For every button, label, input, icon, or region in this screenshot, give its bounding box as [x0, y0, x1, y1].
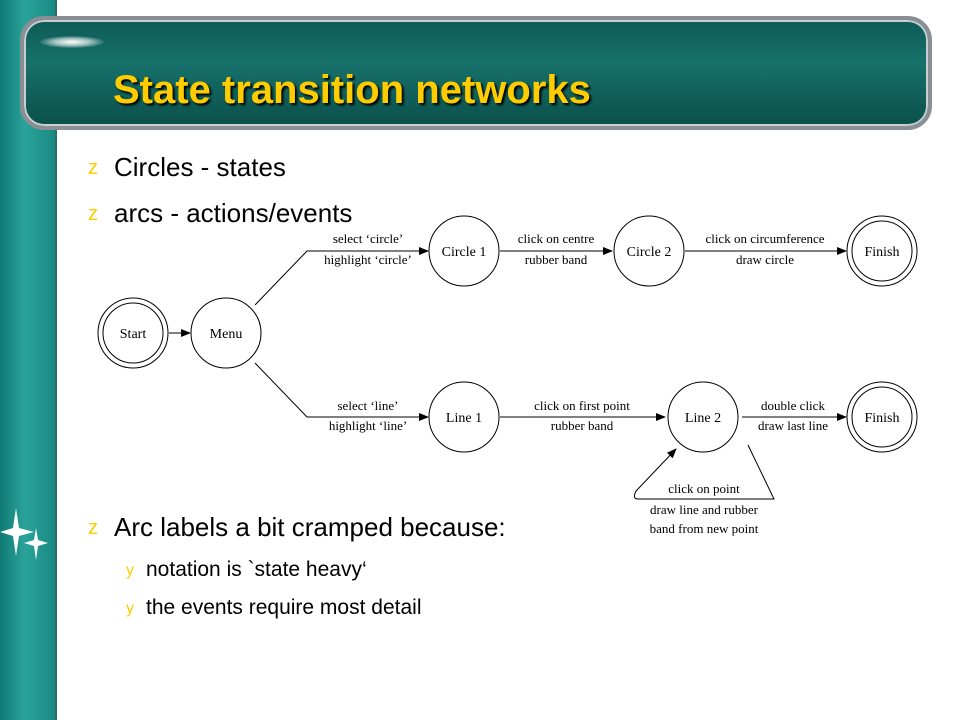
bullet-icon: z [88, 517, 98, 539]
bullet-text: arcs - actions/events [114, 198, 353, 228]
state-label-start: Start [120, 327, 147, 342]
arc-label-draw-circle: draw circle [736, 252, 794, 267]
bullet-arcs: z arcs - actions/events [88, 198, 352, 229]
sub-bullet-events-detail: y the events require most detail [126, 596, 421, 620]
state-circle1 [428, 215, 500, 287]
bullet-icon: z [88, 203, 98, 225]
arc-label-double-click: double click [761, 398, 825, 413]
arc-label-click-circumference: click on circumference [705, 231, 824, 246]
bullet-circles: z Circles - states [88, 152, 286, 183]
state-line2 [667, 381, 739, 453]
state-label-finish-bottom: Finish [864, 411, 899, 426]
state-label-line1: Line 1 [446, 411, 482, 426]
state-finish-bottom-inner [851, 386, 913, 448]
state-start-inner [102, 302, 164, 364]
arc-label-highlight-circle: highlight ‘circle’ [324, 252, 412, 267]
arc-line2-self-loop [633, 444, 775, 500]
arc-menu-circle1 [254, 247, 429, 306]
title-glint [40, 36, 104, 48]
sparkle-icon [0, 508, 48, 560]
arc-label-select-circle: select ‘circle’ [333, 231, 403, 246]
state-circle2 [613, 215, 685, 287]
arc-label-click-on-point: click on point [668, 481, 740, 496]
state-transition-diagram: Start Menu Circle 1 Circle 2 Finish Line… [97, 215, 918, 536]
state-line1 [428, 381, 500, 453]
slide-title: State transition networks [113, 68, 591, 112]
bullet-icon: z [88, 157, 98, 179]
arc-label-click-first-point: click on first point [534, 398, 630, 413]
sub-bullet-icon: y [126, 562, 134, 579]
side-strip-edge [55, 0, 57, 720]
arc-label-select-line: select ‘line’ [338, 398, 399, 413]
bullet-arc-labels: z Arc labels a bit cramped because: [88, 512, 506, 543]
state-label-menu: Menu [210, 327, 243, 342]
sub-bullet-text: notation is `state heavy‘ [146, 558, 367, 581]
title-bar [20, 16, 932, 130]
state-label-circle1: Circle 1 [442, 245, 487, 260]
state-menu [190, 297, 262, 369]
arc-label-highlight-line: highlight ‘line’ [329, 418, 407, 433]
arc-label-rubber-band-1: rubber band [525, 252, 588, 267]
sub-bullet-icon: y [126, 600, 134, 617]
arc-menu-line1 [254, 362, 429, 421]
sub-bullet-state-heavy: y notation is `state heavy‘ [126, 558, 367, 582]
arc-label-rubber-band-2: rubber band [551, 418, 614, 433]
state-label-circle2: Circle 2 [627, 245, 672, 260]
state-label-line2: Line 2 [685, 411, 721, 426]
state-label-finish-top: Finish [864, 245, 899, 260]
arc-label-click-centre: click on centre [518, 231, 595, 246]
sub-bullet-text: the events require most detail [146, 596, 422, 619]
state-finish-top-inner [851, 220, 913, 282]
bullet-text: Arc labels a bit cramped because: [114, 512, 506, 542]
arc-label-draw-last-line: draw last line [758, 418, 828, 433]
bullet-text: Circles - states [114, 152, 286, 182]
arc-label-band-new-point: band from new point [650, 521, 759, 536]
arc-label-draw-line-rubber: draw line and rubber [650, 502, 759, 517]
